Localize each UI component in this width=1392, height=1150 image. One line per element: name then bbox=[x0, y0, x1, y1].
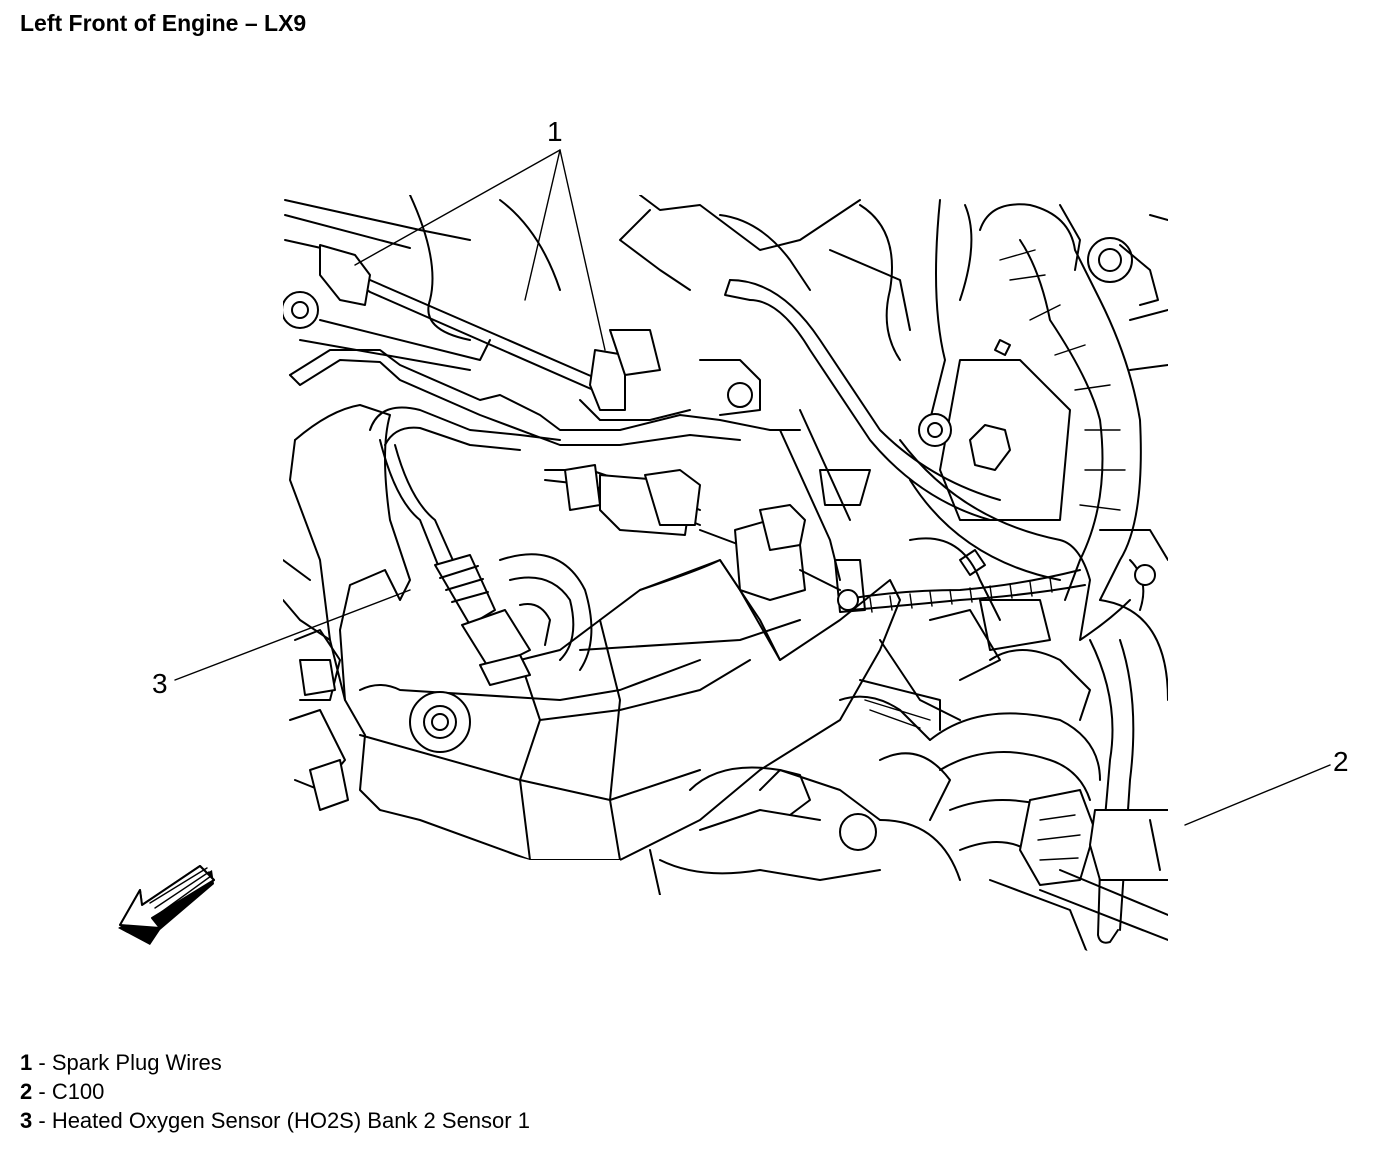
callout-2: 2 bbox=[1333, 746, 1349, 777]
callout-1: 1 bbox=[547, 116, 563, 147]
engine-line-art bbox=[283, 195, 1168, 961]
legend-number: 2 bbox=[20, 1079, 33, 1104]
forward-direction-arrow-icon bbox=[118, 865, 215, 945]
legend-number: 3 bbox=[20, 1108, 33, 1133]
legend-label: Heated Oxygen Sensor (HO2S) Bank 2 Senso… bbox=[51, 1108, 530, 1133]
legend-item: 2 - C100 bbox=[20, 1077, 530, 1106]
legend-number: 1 bbox=[20, 1050, 33, 1075]
legend-separator: - bbox=[32, 1079, 52, 1104]
callout-3: 3 bbox=[152, 668, 168, 699]
legend: 1 - Spark Plug Wires 2 - C100 3 - Heated… bbox=[20, 1048, 530, 1135]
legend-item: 1 - Spark Plug Wires bbox=[20, 1048, 530, 1077]
page-title: Left Front of Engine – LX9 bbox=[20, 10, 307, 36]
legend-item: 3 - Heated Oxygen Sensor (HO2S) Bank 2 S… bbox=[20, 1106, 530, 1135]
legend-label: C100 bbox=[51, 1079, 105, 1104]
legend-label: Spark Plug Wires bbox=[51, 1050, 222, 1075]
legend-separator: - bbox=[32, 1108, 52, 1133]
legend-separator: - bbox=[32, 1050, 52, 1075]
callout-leaders bbox=[174, 149, 1331, 826]
